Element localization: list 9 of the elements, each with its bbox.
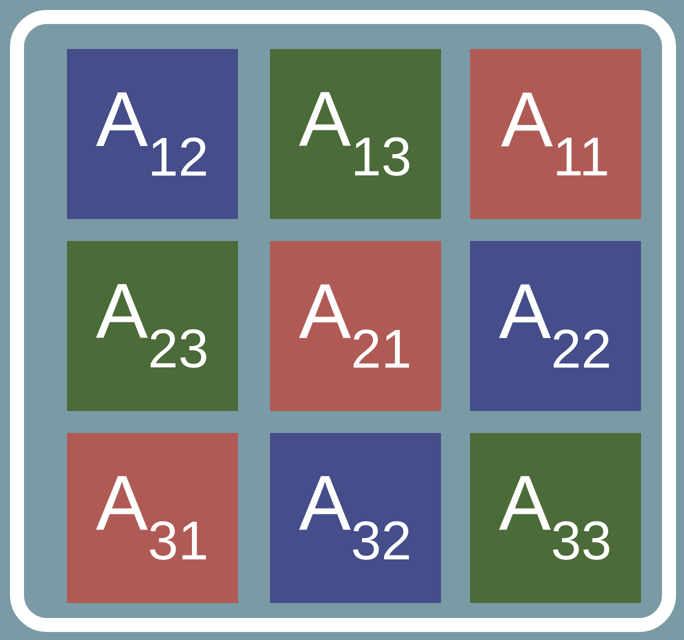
matrix-cell: A$_{22}$ xyxy=(470,241,641,411)
matrix-cell: A$_{12}$ xyxy=(67,49,238,219)
matrix-cell: A$_{31}$ xyxy=(67,433,238,603)
matrix-cell: A$_{13}$ xyxy=(270,49,441,219)
matrix-cell: A$_{33}$ xyxy=(470,433,641,603)
matrix-cell: A$_{32}$ xyxy=(270,433,441,603)
matrix-cell: A$_{23}$ xyxy=(67,241,238,411)
matrix-cell: A$_{11}$ xyxy=(470,49,641,219)
matrix-cell: A$_{21}$ xyxy=(270,241,441,411)
